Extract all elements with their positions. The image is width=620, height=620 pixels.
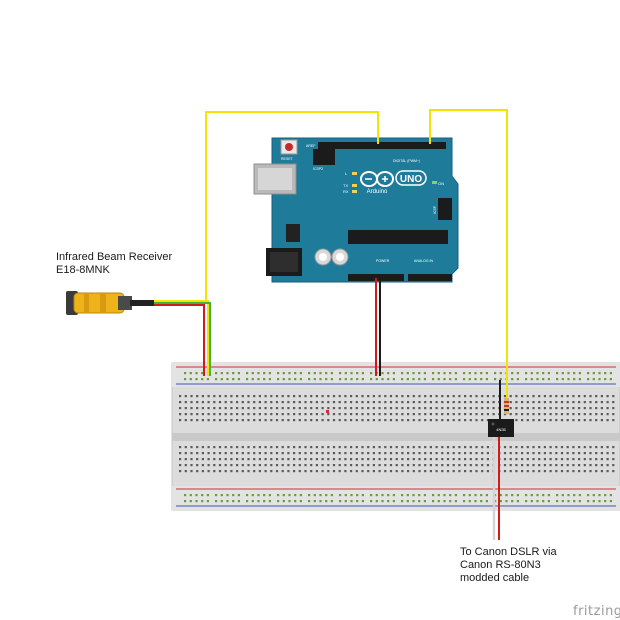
infrared-beam-receiver bbox=[66, 291, 154, 315]
receiver-label: Infrared Beam Receiver E18-8MNK bbox=[56, 251, 172, 277]
output-label-line3: modded cable bbox=[460, 572, 530, 584]
digital-header bbox=[318, 142, 446, 149]
icsp2-label: ICSP2 bbox=[313, 167, 323, 171]
on-led-label: ON bbox=[438, 181, 444, 186]
optocoupler-label: 4N35 bbox=[496, 427, 506, 432]
digital-label: DIGITAL (PWM~) bbox=[393, 159, 420, 163]
arduino-logo-text: Arduino bbox=[367, 189, 388, 195]
icsp-header bbox=[438, 198, 452, 220]
breadboard bbox=[171, 362, 620, 511]
wire-yellow-to-arduino bbox=[205, 111, 379, 300]
l-led-label: L bbox=[345, 171, 348, 176]
power-label: POWER bbox=[376, 259, 390, 263]
wires bbox=[154, 109, 508, 540]
wire-green-signal bbox=[154, 302, 211, 376]
wire-yellow-to-optocoupler bbox=[429, 109, 508, 398]
resistor bbox=[504, 398, 509, 414]
receiver-label-line2: E18-8MNK bbox=[56, 264, 110, 276]
analog-header bbox=[408, 274, 452, 281]
output-label: To Canon DSLR via Canon RS-80N3 modded c… bbox=[460, 546, 557, 585]
aref-label: AREF bbox=[306, 144, 315, 148]
fritzing-brand: fritzing bbox=[573, 604, 620, 619]
wire-yellow-signal bbox=[154, 300, 209, 376]
arduino-logo-icon bbox=[360, 171, 394, 187]
reset-button bbox=[285, 143, 293, 151]
icsp-label: ICSP bbox=[433, 205, 437, 214]
receiver-label-line1: Infrared Beam Receiver bbox=[56, 251, 173, 263]
power-header bbox=[348, 274, 404, 281]
arduino-uno-board: UNO Arduino ON L TX RX RESET ICSP2 DIGIT… bbox=[253, 137, 459, 283]
output-label-line2: Canon RS-80N3 bbox=[460, 559, 541, 571]
arduino-model-text: UNO bbox=[400, 174, 422, 185]
analog-label: ANALOG IN bbox=[414, 259, 434, 263]
wire-red-receiver bbox=[154, 304, 205, 376]
optocoupler: 4N35 bbox=[488, 419, 514, 437]
output-label-line1: To Canon DSLR via bbox=[460, 546, 557, 558]
rx-led-label: RX bbox=[343, 189, 349, 194]
microcontroller-chip bbox=[348, 230, 448, 244]
tx-led-label: TX bbox=[343, 183, 348, 188]
reset-label: RESET bbox=[281, 157, 294, 161]
